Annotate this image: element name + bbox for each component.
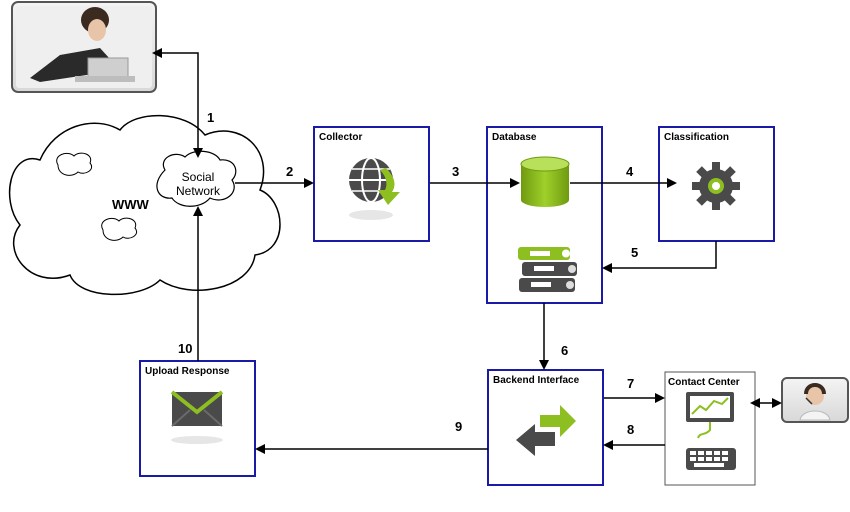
backend-interface-box[interactable]: Backend Interface — [487, 369, 604, 486]
database-cylinder-icon — [520, 156, 570, 207]
contact-center-box[interactable]: Contact Center — [664, 371, 756, 486]
step-label: 10 — [178, 341, 192, 356]
step-label: 1 — [207, 110, 214, 125]
envelope-icon — [170, 390, 224, 444]
agent-photo — [781, 377, 849, 423]
step-label: 6 — [561, 343, 568, 358]
step-label: 7 — [627, 376, 634, 391]
gear-icon — [692, 162, 740, 210]
www-label: WWW — [112, 197, 150, 212]
arrow-5 — [602, 241, 717, 273]
social-network-node[interactable]: Social Network — [156, 150, 237, 207]
upload-response-box[interactable]: Upload Response — [139, 360, 256, 477]
step-label: 4 — [626, 164, 634, 179]
binders-icon — [518, 247, 577, 292]
social-network-label-line1: Social — [182, 170, 215, 184]
step-label: 5 — [631, 245, 638, 260]
upload-response-label: Upload Response — [145, 366, 230, 377]
exchange-arrows-icon — [516, 405, 576, 456]
step-label: 3 — [452, 164, 459, 179]
small-cloud — [101, 217, 137, 241]
small-cloud — [56, 152, 92, 176]
step-label: 9 — [455, 419, 462, 434]
step-numbers: 1 2 3 4 5 6 7 8 9 10 — [178, 110, 638, 437]
connectors — [152, 48, 782, 454]
collector-label: Collector — [319, 132, 362, 143]
collector-box[interactable]: Collector — [313, 126, 430, 242]
classification-box[interactable]: Classification — [658, 126, 775, 242]
backend-interface-label: Backend Interface — [493, 375, 580, 386]
database-box[interactable]: Database — [486, 126, 603, 304]
database-label: Database — [492, 132, 537, 143]
step-label: 2 — [286, 164, 293, 179]
classification-label: Classification — [664, 132, 729, 143]
arrow-1 — [152, 48, 203, 158]
user-photo — [11, 1, 157, 93]
step-label: 8 — [627, 422, 634, 437]
computer-keyboard-icon — [686, 392, 736, 470]
social-network-label-line2: Network — [176, 184, 221, 198]
globe-download-icon — [349, 157, 400, 220]
contact-center-label: Contact Center — [668, 377, 740, 388]
www-cloud: WWW — [8, 114, 281, 296]
